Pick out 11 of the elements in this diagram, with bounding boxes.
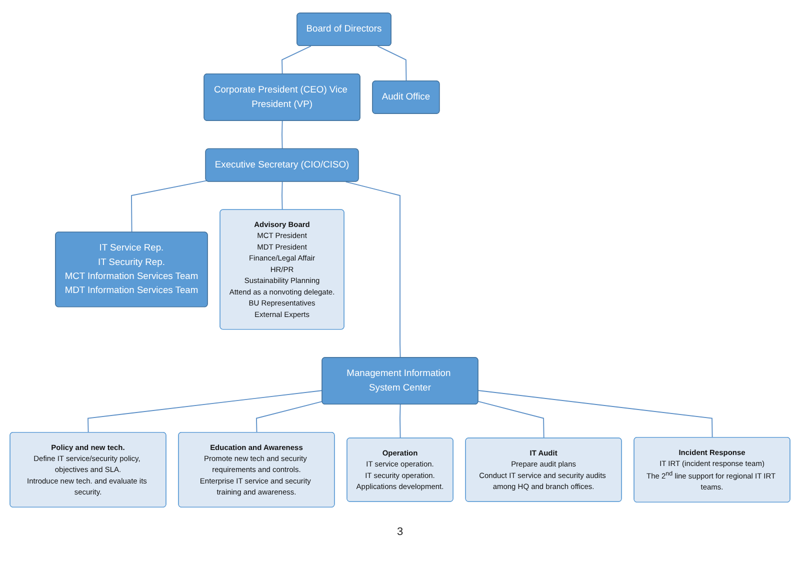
connector: [282, 120, 283, 150]
connector: [88, 390, 323, 433]
connector: [478, 390, 713, 438]
connector: [345, 181, 401, 358]
connector: [256, 400, 323, 433]
connector: [400, 404, 401, 439]
connector: [282, 181, 283, 210]
connector: [131, 180, 208, 233]
page-number: 3: [396, 526, 404, 538]
connector: [282, 46, 312, 75]
connector: [478, 400, 544, 439]
